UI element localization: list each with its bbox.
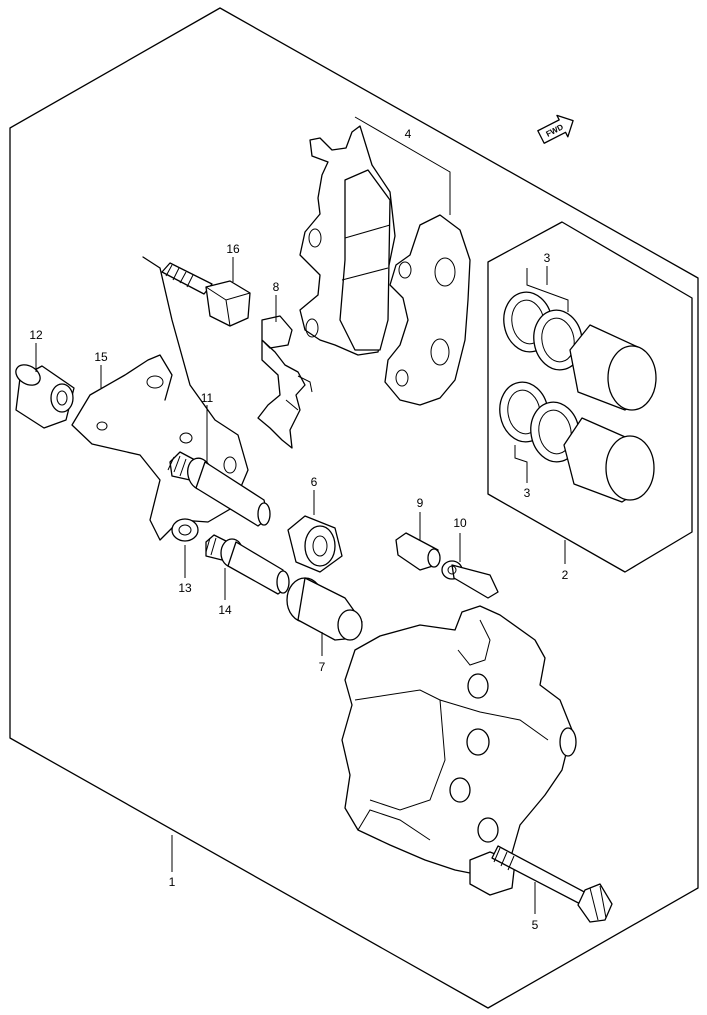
fwd-arrow-icon: FWD [537,114,574,144]
callout-3-lower: 3 [524,486,531,500]
bleeder-cap-10 [441,560,499,599]
leader-lines [35,257,566,914]
sleeve-12 [15,364,75,429]
callout-6: 6 [311,475,318,489]
callout-13: 13 [178,581,192,595]
pad-spring-8 [257,315,313,449]
piston-set-upper [503,291,657,411]
bleeder-9 [395,532,441,571]
callout-12: 12 [29,328,43,342]
washer-13 [171,518,199,542]
callout-16: 16 [226,242,240,256]
caliper-bracket-15 [71,256,249,541]
callout-7: 7 [319,660,326,674]
boot-7 [286,577,363,641]
callout-9: 9 [417,496,424,510]
piston-kit-boundary [487,221,693,573]
pad-bracket-4 [354,116,451,215]
callout-4: 4 [405,127,412,141]
callout-11: 11 [201,391,214,405]
callout-3-upper: 3 [544,251,551,265]
piston-set-lower [499,381,655,503]
brake-pad-outer-4 [384,214,471,406]
callout-5: 5 [532,918,539,932]
assembly-boundary [9,7,699,1009]
callout-14: 14 [218,603,232,617]
pin-bolt-11 [167,451,271,527]
callout-8: 8 [273,280,280,294]
bolt-5 [491,845,613,923]
pin-14 [205,534,290,595]
callout-1: 1 [169,875,176,889]
bolt-16 [161,262,251,327]
boot-6 [287,515,343,573]
callout-10: 10 [453,516,467,530]
seal-bracket-3-lower [514,445,528,480]
seal-bracket-3-upper [526,268,569,312]
callout-15: 15 [94,350,108,364]
callout-2: 2 [562,568,569,582]
brake-pad-inner-4 [299,125,396,356]
caliper-body-1 [341,605,577,896]
